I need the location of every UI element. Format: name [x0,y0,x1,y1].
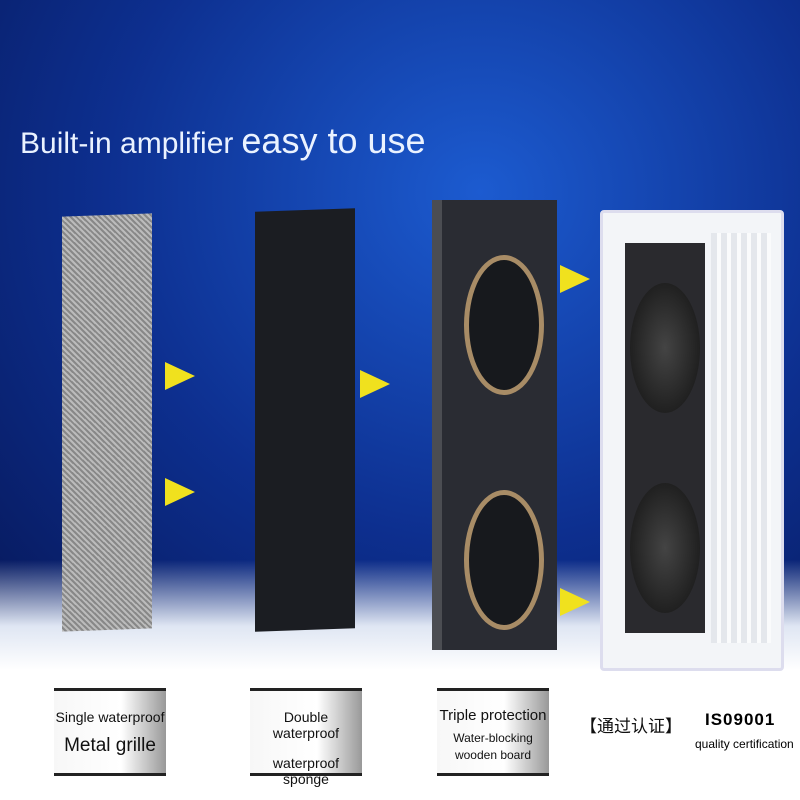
wooden-board-layer [432,200,557,650]
speaker-cone [630,283,700,413]
label-line1: Triple protection [439,707,547,724]
arrow-icon [360,370,390,398]
label-line2: Metal grille [64,735,156,756]
speaker-face [625,243,705,633]
label-line1: Double waterproof [272,709,340,741]
iso-label: IS09001 [705,710,776,729]
arrow-icon [560,265,590,293]
label-line3: wooden board [454,748,532,762]
speaker-cone [630,483,700,613]
label-line2: waterproof sponge [272,755,340,787]
speaker-column [600,210,784,671]
board-hole [464,490,544,630]
metal-grille-layer [62,213,152,632]
label-wooden-board: Triple protection Water-blocking wooden … [437,688,549,776]
label-line1: Single waterproof [55,709,165,725]
arrow-icon [165,362,195,390]
label-line2: Water-blocking [453,731,533,745]
arrow-icon [560,588,590,616]
headline-part2: easy to use [241,120,426,161]
quality-certification: quality certification [695,737,794,751]
speaker-ribs [711,233,771,643]
board-hole [464,255,544,395]
arrow-icon [165,478,195,506]
sponge-layer [255,208,355,632]
label-metal-grille: Single waterproof Metal grille [54,688,166,776]
headline-part1: Built-in amplifier [20,127,234,160]
label-sponge: Double waterproof waterproof sponge [250,688,362,787]
certification-bracket: 【通过认证】 [580,717,682,736]
